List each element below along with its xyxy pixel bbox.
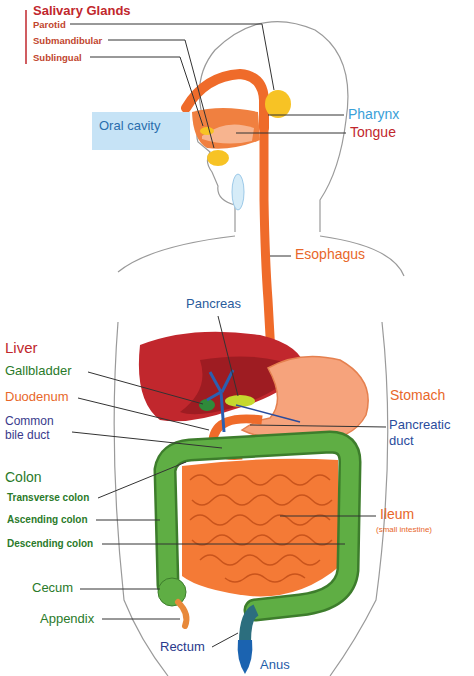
larynx-shape (232, 174, 244, 210)
organ-label: Common bile duct (5, 414, 71, 443)
organ-label: Rectum (160, 639, 205, 655)
organ-label: Liver (5, 339, 38, 357)
colon-outline (165, 442, 350, 610)
organ-label: Duodenum (5, 389, 69, 405)
bracket (25, 10, 27, 64)
gland-label: Submandibular (33, 35, 102, 46)
anus-shape (238, 640, 253, 674)
organ-label: Pancreatic duct (389, 417, 469, 448)
rectum-tube (245, 610, 256, 642)
organ-label: Esophagus (295, 246, 365, 263)
colon-tube (165, 442, 350, 610)
gland-label: Sublingual (33, 52, 82, 63)
group-heading: Salivary Glands (33, 3, 131, 19)
mouth-cavity (192, 108, 260, 149)
organ-label: Ileum (380, 506, 414, 523)
region-label: Oral cavity (99, 118, 160, 133)
sublingual-gland (200, 127, 214, 135)
organ-label: Gallbladder (5, 363, 72, 379)
esophagus-tube (264, 120, 272, 372)
organ-label: Stomach (390, 387, 445, 404)
pancreas-shape (225, 395, 255, 407)
organ-label: Appendix (40, 611, 94, 627)
organ-label: Anus (260, 657, 290, 673)
submandibular-gland (207, 150, 229, 166)
group-heading: Colon (5, 469, 42, 486)
intestine-folds (190, 475, 332, 582)
gland-label: Parotid (33, 19, 66, 30)
note-label: (small intestine) (376, 525, 432, 535)
part-label: Ascending colon (7, 514, 88, 526)
appendix-shape (178, 602, 186, 626)
gallbladder-shape (199, 399, 215, 411)
organ-label: Tongue (350, 124, 396, 141)
stomach-shape (242, 356, 368, 440)
bile-ducts (207, 370, 233, 432)
small-intestine (182, 459, 340, 597)
part-label: Descending colon (7, 538, 93, 550)
part-label: Transverse colon (7, 492, 89, 504)
organ-label: Cecum (32, 580, 73, 596)
organ-label: Pancreas (186, 296, 241, 312)
leader-lines (70, 24, 386, 647)
region-box: Oral cavity (92, 112, 190, 150)
organ-label: Pharynx (348, 106, 399, 123)
pancreatic-duct-line (236, 405, 300, 422)
parotid-gland (265, 90, 291, 118)
